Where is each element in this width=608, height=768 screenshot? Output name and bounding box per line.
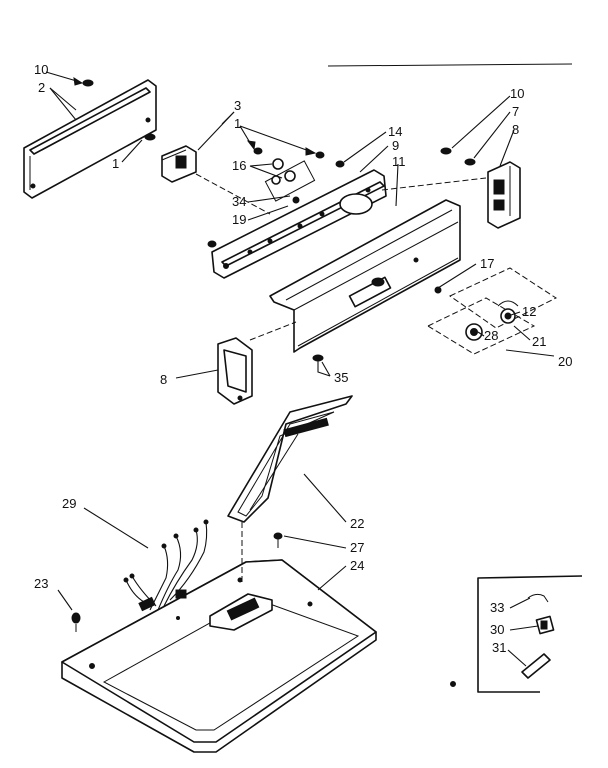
callout-23: 23 xyxy=(34,576,48,591)
screws-row-1 xyxy=(207,147,345,248)
callout-30: 30 xyxy=(490,622,504,637)
screw-35 xyxy=(312,354,331,377)
screw-27 xyxy=(273,532,283,548)
control-console xyxy=(269,199,461,353)
wire-harness xyxy=(123,519,209,612)
callout-9: 9 xyxy=(392,138,399,153)
callout-22: 22 xyxy=(350,516,364,531)
callout-3: 3 xyxy=(234,98,241,113)
end-cap-panel xyxy=(23,79,157,199)
callout-27: 27 xyxy=(350,540,364,555)
callout-1-left: 1 xyxy=(112,156,119,171)
timer-switch-8-right xyxy=(487,161,521,229)
screws-7-10-right xyxy=(440,147,476,166)
scan-line xyxy=(327,63,573,67)
callout-16: 16 xyxy=(232,158,246,173)
callout-labels: 10 2 1 3 1 16 34 19 14 9 11 10 7 8 17 12… xyxy=(34,62,572,655)
callout-33: 33 xyxy=(490,600,504,615)
callout-35: 35 xyxy=(334,370,348,385)
callout-20: 20 xyxy=(558,354,572,369)
callout-8-lower: 8 xyxy=(160,372,167,387)
callout-14: 14 xyxy=(388,124,402,139)
leader-lines xyxy=(45,71,555,667)
callout-17: 17 xyxy=(480,256,494,271)
callout-10-left: 10 xyxy=(34,62,48,77)
callout-28: 28 xyxy=(484,328,498,343)
callout-7: 7 xyxy=(512,104,519,119)
mounting-bracket xyxy=(211,160,387,279)
callout-29: 29 xyxy=(62,496,76,511)
callout-11: 11 xyxy=(392,154,406,169)
clips-16 xyxy=(271,158,300,204)
callout-10-right: 10 xyxy=(510,86,524,101)
callout-31: 31 xyxy=(492,640,506,655)
callout-21: 21 xyxy=(532,334,546,349)
callout-24: 24 xyxy=(350,558,364,573)
callout-19: 19 xyxy=(232,212,246,227)
screw-10-left xyxy=(82,79,94,87)
callout-34: 34 xyxy=(232,194,246,209)
callout-2: 2 xyxy=(38,80,45,95)
screw-1-left xyxy=(144,133,156,141)
top-panel xyxy=(61,559,377,753)
timer-8-lower xyxy=(217,337,253,405)
lint-chute xyxy=(227,395,353,523)
callout-8-right: 8 xyxy=(512,122,519,137)
callout-12: 12 xyxy=(522,304,536,319)
screw-23 xyxy=(71,612,81,632)
switch-block xyxy=(161,145,197,183)
callout-1-upper: 1 xyxy=(234,116,241,131)
inset-parts-box xyxy=(450,575,583,693)
